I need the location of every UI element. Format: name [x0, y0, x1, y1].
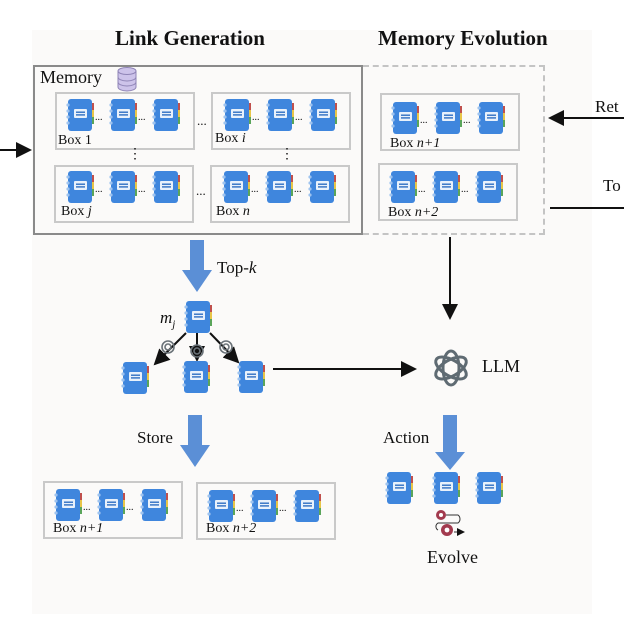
memory-evolution-title: Memory Evolution: [378, 26, 548, 50]
store-arrow: [180, 415, 210, 467]
notebook-icon: [475, 472, 503, 504]
to-label: To: [603, 176, 621, 195]
ellipsis-v-left: ⋮: [128, 147, 142, 162]
notebook-icon: [477, 102, 505, 134]
notebook-icon: [250, 490, 278, 522]
memory-frame: [33, 65, 363, 235]
notebook-icon: [223, 99, 251, 131]
ellipsis-dots: ...: [295, 112, 303, 123]
ellipsis-dots: ...: [463, 115, 471, 126]
link-arrow-right: [209, 332, 240, 364]
ellipsis-dots: ...: [418, 184, 426, 195]
notebook-icon: [222, 171, 250, 203]
ellipsis-dots: ...: [294, 184, 302, 195]
box-label-i: Box i: [215, 131, 246, 146]
store-label: Store: [137, 428, 173, 447]
box-label-1: Box 1: [58, 133, 92, 148]
retrieve-label: Ret: [595, 97, 619, 116]
notebook-icon: [97, 489, 125, 521]
link-llm-icons: [161, 340, 233, 358]
evolution-frame: [363, 65, 545, 235]
notebook-icon: [184, 301, 212, 333]
ellipsis-dots: ...: [236, 503, 244, 514]
notebook-icon: [308, 171, 336, 203]
llm-icon: [434, 349, 468, 387]
notebook-icon: [385, 472, 413, 504]
notebook-icon: [109, 99, 137, 131]
ellipsis-dots: ...: [251, 184, 259, 195]
ellipsis-dots: ...: [279, 503, 287, 514]
evolve-icon: [435, 510, 465, 536]
notebook-icon: [293, 490, 321, 522]
notebook-icon: [207, 490, 235, 522]
notebook-icon: [152, 171, 180, 203]
notebook-icon: [475, 171, 503, 203]
stored-box-label-n1: Box n+1: [53, 521, 104, 536]
ellipsis-v-right: ⋮: [280, 147, 294, 162]
ellipsis-h-top: ...: [197, 113, 207, 128]
database-icon: [117, 67, 137, 92]
notebook-icon: [109, 171, 137, 203]
notebook-icon: [66, 171, 94, 203]
notebook-icon: [432, 472, 460, 504]
notebook-icon: [140, 489, 168, 521]
notebook-icon: [152, 99, 180, 131]
notebook-icon: [121, 362, 149, 394]
evolution-box-label-n2: Box n+2: [388, 205, 439, 220]
ellipsis-dots: ...: [138, 184, 146, 195]
topk-arrow: [182, 240, 212, 292]
notebook-icon: [54, 489, 82, 521]
ellipsis-h-bottom: ...: [196, 183, 206, 198]
ellipsis-dots: ...: [138, 112, 146, 123]
action-arrow: [435, 415, 465, 470]
ellipsis-dots: ...: [83, 502, 91, 513]
ellipsis-dots: ...: [95, 112, 103, 123]
notebook-icon: [309, 99, 337, 131]
notebook-icon: [389, 171, 417, 203]
notebook-icon: [182, 361, 210, 393]
ellipsis-dots: ...: [95, 184, 103, 195]
action-label: Action: [383, 428, 430, 447]
notebook-icon: [391, 102, 419, 134]
ellipsis-dots: ...: [461, 184, 469, 195]
evolve-label: Evolve: [427, 547, 478, 567]
notebook-icon: [66, 99, 94, 131]
box-label-j: Box j: [61, 204, 92, 219]
stored-box-label-n2: Box n+2: [206, 521, 257, 536]
llm-label: LLM: [482, 356, 520, 376]
evolution-box-label-n1: Box n+1: [390, 136, 441, 151]
ellipsis-dots: ...: [420, 115, 428, 126]
node-mj-label: mj: [160, 308, 176, 331]
notebook-icon: [266, 99, 294, 131]
notebook-icon: [237, 361, 265, 393]
notebook-icon: [265, 171, 293, 203]
ellipsis-dots: ...: [252, 112, 260, 123]
memory-label: Memory: [40, 67, 102, 87]
notebook-icon: [434, 102, 462, 134]
box-label-n: Box n: [216, 204, 250, 219]
link-generation-title: Link Generation: [115, 26, 265, 50]
topk-label: Top-k: [217, 258, 257, 277]
ellipsis-dots: ...: [126, 502, 134, 513]
notebook-icon: [432, 171, 460, 203]
